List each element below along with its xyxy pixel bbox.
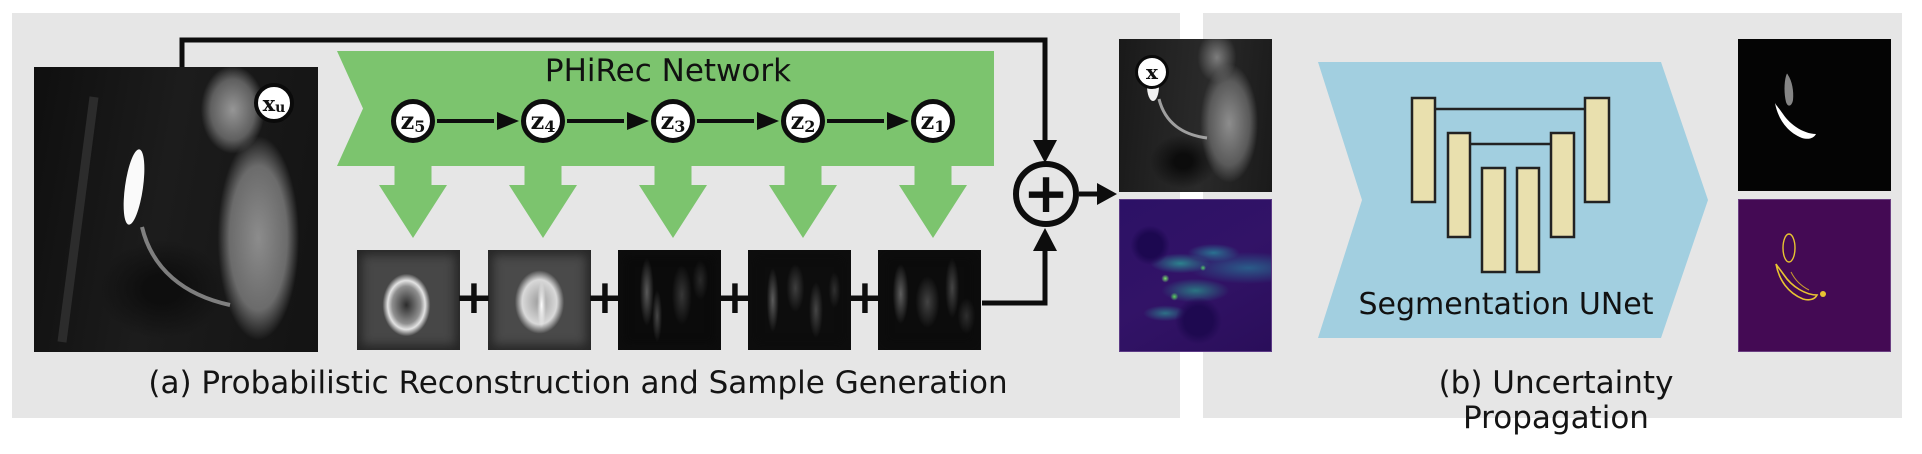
z5-sub: 5 [414, 117, 426, 136]
latent-sample-image-4 [748, 250, 851, 350]
mri-bright-fluid [123, 149, 145, 225]
z2-base: z [790, 106, 805, 135]
phirec-banner-title: PHiRec Network [544, 53, 792, 89]
caption-panel-a: (a) Probabilistic Reconstruction and Sam… [148, 365, 1008, 401]
z5-base: z [400, 106, 415, 135]
z1-base: z [920, 106, 935, 135]
z4-sub: 4 [544, 117, 556, 136]
uncertainty-dot [1820, 291, 1826, 297]
mri-edge-line [57, 96, 99, 343]
recon-label-base: x [1146, 60, 1158, 84]
sum-node-symbol: + [1022, 161, 1070, 225]
latent-sample-image-1 [357, 250, 460, 350]
segmentation-uncertainty-art [1775, 233, 1826, 301]
z4-base: z [530, 106, 545, 135]
plus-operator-4: + [845, 270, 885, 325]
segmentation-output-image [1738, 39, 1891, 191]
uncertainty-outline-crescent [1775, 263, 1819, 301]
z3-sub: 3 [674, 117, 686, 136]
z1-sub: 1 [934, 117, 946, 136]
segmentation-gray-structure [1784, 73, 1794, 106]
mri-cartilage-curve [140, 226, 231, 307]
pixelwise-uncertainty-map [1119, 199, 1272, 352]
mri-streak-art [57, 96, 231, 343]
input-label-base: x [262, 90, 276, 116]
plus-operator-3: + [715, 270, 755, 325]
segmentation-uncertainty-image [1738, 199, 1891, 352]
latent-sample-image-5 [878, 250, 981, 350]
recon-cartilage-curve [1157, 98, 1208, 140]
z3-base: z [660, 106, 675, 135]
z2-sub: 2 [804, 117, 816, 136]
latent-sample-image-2 [488, 250, 591, 350]
plus-operator-1: + [454, 270, 494, 325]
segmentation-crescent-mask [1775, 103, 1816, 139]
latent-sample-image-3 [618, 250, 721, 350]
input-label-sub: u [275, 100, 286, 116]
unet-label: Segmentation UNet [1358, 287, 1654, 322]
segmentation-art [1775, 73, 1816, 139]
recon-image-badge: x [1135, 55, 1169, 89]
plus-operator-2: + [585, 270, 625, 325]
uncertainty-outline-blob [1782, 233, 1796, 263]
caption-panel-b: (b) Uncertainty Propagation [1438, 365, 1674, 436]
uncertainty-inner-squiggle [1790, 271, 1810, 291]
